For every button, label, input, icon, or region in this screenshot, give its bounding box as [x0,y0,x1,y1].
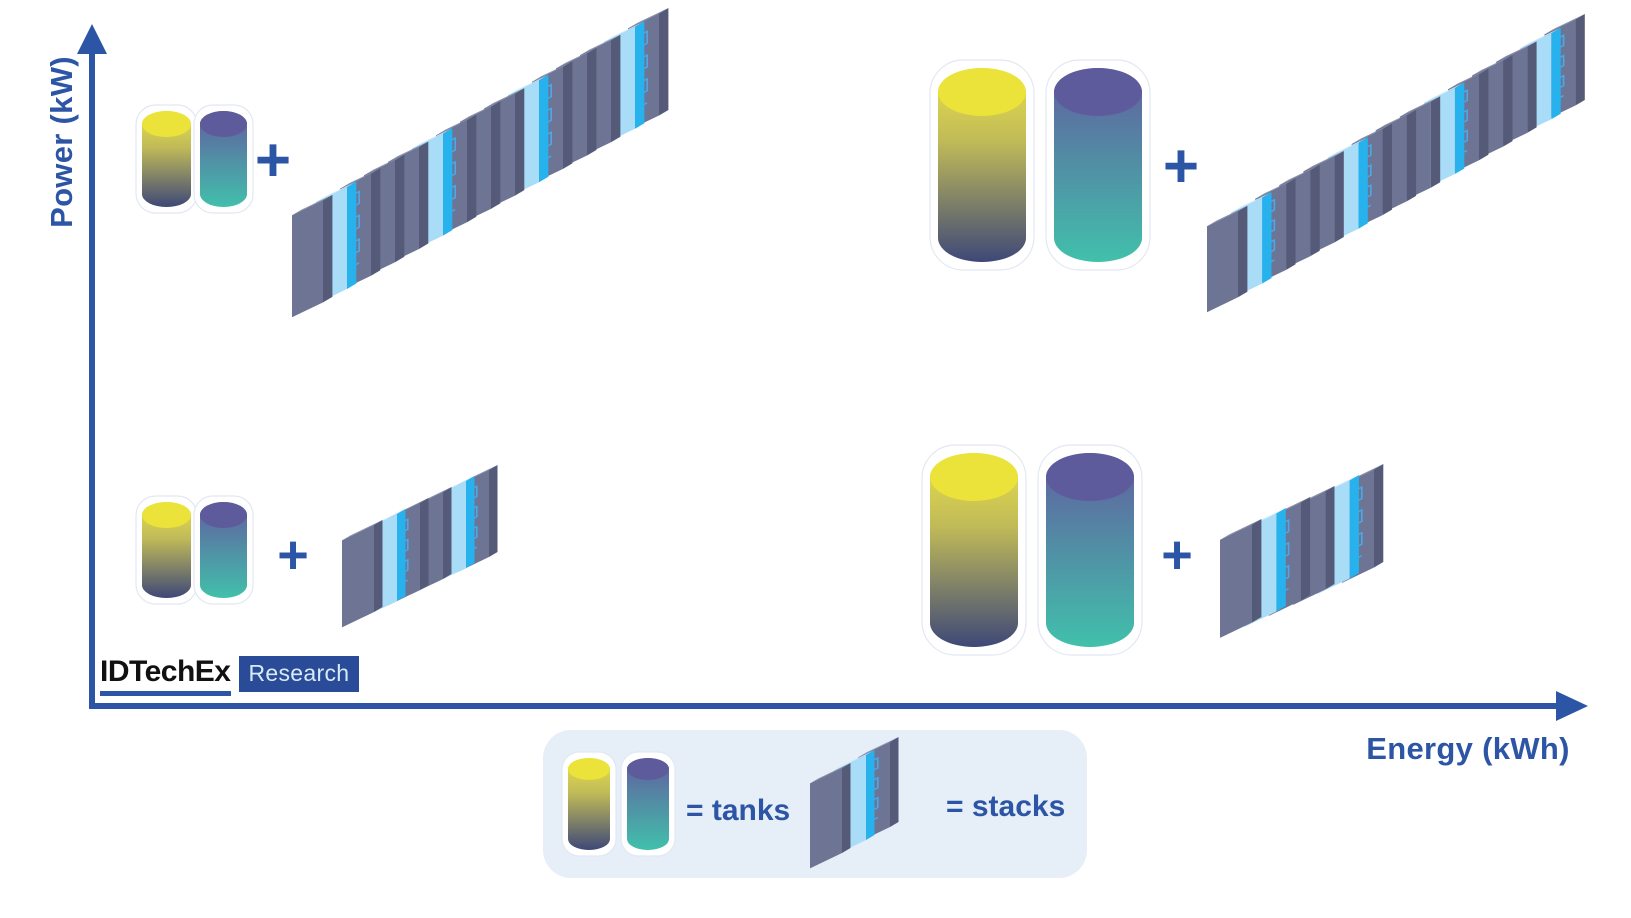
stack-array-few [1220,464,1384,639]
logo-research-badge: Research [238,656,360,692]
tank-pair-large [921,444,1143,656]
logo-wordmark: IDTechEx [100,656,231,696]
plus-sign: + [1162,132,1200,201]
tank-pair-small [135,495,254,605]
legend-tanks-label: = tanks [686,794,791,827]
legend-stack-icon [810,736,899,869]
tank-pair-small [135,104,254,214]
plus-sign: + [1161,525,1193,585]
x-axis-label: Energy (kWh) [1366,731,1570,766]
stack-array-many [292,7,669,318]
plus-sign: + [254,126,292,195]
plus-sign: + [277,525,309,585]
stack-array-many [1207,13,1585,313]
stack-array-few [342,464,498,628]
y-axis-label: Power (kW) [44,56,79,228]
tank-pair-large [929,59,1151,271]
legend-tank-pair-icon [561,751,676,857]
y-axis-arrowhead-icon [77,24,107,54]
legend-stacks-label: = stacks [946,790,1066,823]
idtechex-logo: IDTechEx Research [100,656,360,696]
x-axis-arrowhead-icon [1556,691,1588,721]
x-axis-line [89,703,1559,709]
y-axis-line [89,50,95,706]
